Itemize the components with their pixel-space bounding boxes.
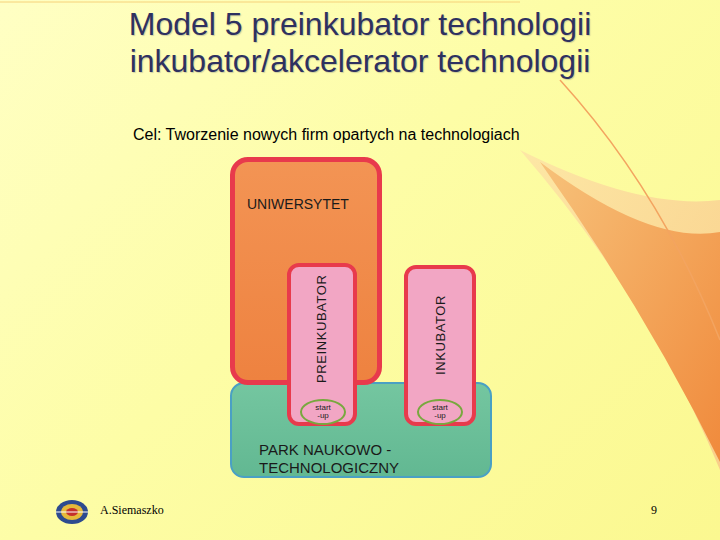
incubator-box: INKUBATOR start -up: [404, 265, 476, 426]
node-label: PREINKUBATOR: [314, 279, 329, 383]
preincubator-box: PREINKUBATOR start -up: [287, 263, 357, 426]
page-number: 9: [651, 503, 657, 518]
logo: [56, 500, 88, 524]
swoosh: [540, 162, 720, 462]
title: Model 5 preinkubator technologii inkubat…: [125, 6, 595, 80]
subtitle: Cel: Tworzenie nowych firm opartych na t…: [133, 126, 520, 144]
node-label: UNIWERSYTET: [247, 196, 349, 213]
swoosh-line: [560, 80, 720, 340]
top-line: [0, 2, 520, 3]
startup-ellipse: start -up: [417, 399, 463, 425]
author: A.Siemaszko: [100, 503, 164, 518]
swoosh-light: [520, 150, 720, 470]
node-label: start -up: [313, 404, 333, 420]
startup-ellipse: start -up: [300, 399, 346, 425]
node-label: INKUBATOR: [433, 287, 448, 383]
ellipse-text-wrap: start -up: [302, 401, 344, 423]
node-label: start -up: [430, 404, 450, 420]
node-label: PARK NAUKOWO - TECHNOLOGICZNY: [259, 441, 449, 477]
ellipse-text-wrap: start -up: [419, 401, 461, 423]
